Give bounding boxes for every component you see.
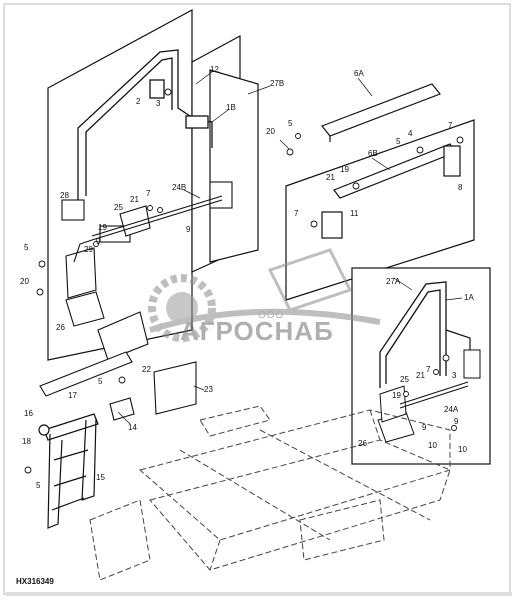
callout-16: 16 [24, 409, 33, 418]
callout-5-bottom: 5 [36, 481, 41, 490]
callout-9-inset2: 9 [422, 423, 427, 432]
callout-2: 2 [136, 97, 141, 106]
callout-27a: 27A [386, 277, 401, 286]
handrail-left [77, 49, 213, 200]
callout-10-inset: 10 [428, 441, 437, 450]
callout-6b: 6B [368, 149, 378, 158]
callout-6a: 6A [354, 69, 364, 78]
fasteners [24, 88, 464, 474]
callout-5-left: 5 [24, 243, 29, 252]
callout-5-upper: 5 [288, 119, 293, 128]
watermark-small-text: ООО [258, 310, 284, 321]
callout-17: 17 [68, 391, 77, 400]
callout-25-inset: 25 [400, 375, 409, 384]
gear-hub-icon [166, 292, 198, 324]
step-ladder [38, 413, 99, 529]
callout-5-right: 5 [396, 137, 401, 146]
callout-26-left: 26 [56, 323, 65, 332]
callout-7-inset: 7 [426, 365, 431, 374]
callout-7-mid: 7 [294, 209, 299, 218]
callout-5-center: 5 [98, 377, 103, 386]
callout-24b: 24B [172, 183, 186, 192]
callout-21-left: 21 [130, 195, 139, 204]
callout-12: 12 [210, 65, 219, 74]
callout-3-inset: 3 [452, 371, 457, 380]
callout-labels: 2 3 12 27B 1B 20 5 6A 5 4 7 6B 19 21 8 7… [20, 65, 474, 490]
callout-1a: 1A [464, 293, 474, 302]
callout-25-left: 25 [114, 203, 123, 212]
drawing-code: HX316349 [16, 577, 54, 586]
callout-11: 11 [350, 209, 359, 218]
callout-22: 22 [142, 365, 151, 374]
callout-19-right: 19 [340, 165, 349, 174]
callout-7-left: 7 [146, 189, 151, 198]
callout-19-left: 19 [98, 223, 107, 232]
callout-18: 18 [22, 437, 31, 446]
callout-14: 14 [128, 423, 137, 432]
callout-21-right: 21 [326, 173, 335, 182]
combine-harvester-icon [267, 248, 353, 312]
callout-27b: 27B [270, 79, 284, 88]
gear-icon [148, 274, 216, 342]
callout-19-inset: 19 [392, 391, 401, 400]
inset-frame [351, 267, 491, 465]
callout-3: 3 [156, 99, 161, 108]
upper-left-brackets [61, 181, 233, 243]
callout-9-left: 9 [186, 225, 191, 234]
callout-4: 4 [408, 129, 413, 138]
leader-lines [117, 71, 463, 425]
watermark: ООО АГРОСНАБ [148, 248, 381, 346]
callout-21-inset: 21 [416, 371, 425, 380]
callout-8: 8 [458, 183, 463, 192]
callout-7-right: 7 [448, 121, 453, 130]
callout-1b: 1B [226, 103, 236, 112]
watermark-brand-text: АГРОСНАБ [180, 316, 334, 346]
card-shadow [6, 592, 512, 596]
mount-plate-26 [65, 239, 105, 327]
callout-9-inset: 9 [454, 417, 459, 426]
callout-23: 23 [204, 385, 213, 394]
callout-10-inset2: 10 [458, 445, 467, 454]
callout-9-left2: 9 [96, 237, 101, 246]
callout-29: 29 [84, 245, 93, 254]
callout-20-upper: 20 [266, 127, 275, 136]
callout-20-left: 20 [20, 277, 29, 286]
center-brackets [39, 311, 197, 421]
callout-26-inset: 26 [358, 439, 367, 448]
callout-24a: 24A [444, 405, 459, 414]
chassis-frame [89, 405, 451, 581]
callout-28: 28 [60, 191, 69, 200]
callout-15: 15 [96, 473, 105, 482]
